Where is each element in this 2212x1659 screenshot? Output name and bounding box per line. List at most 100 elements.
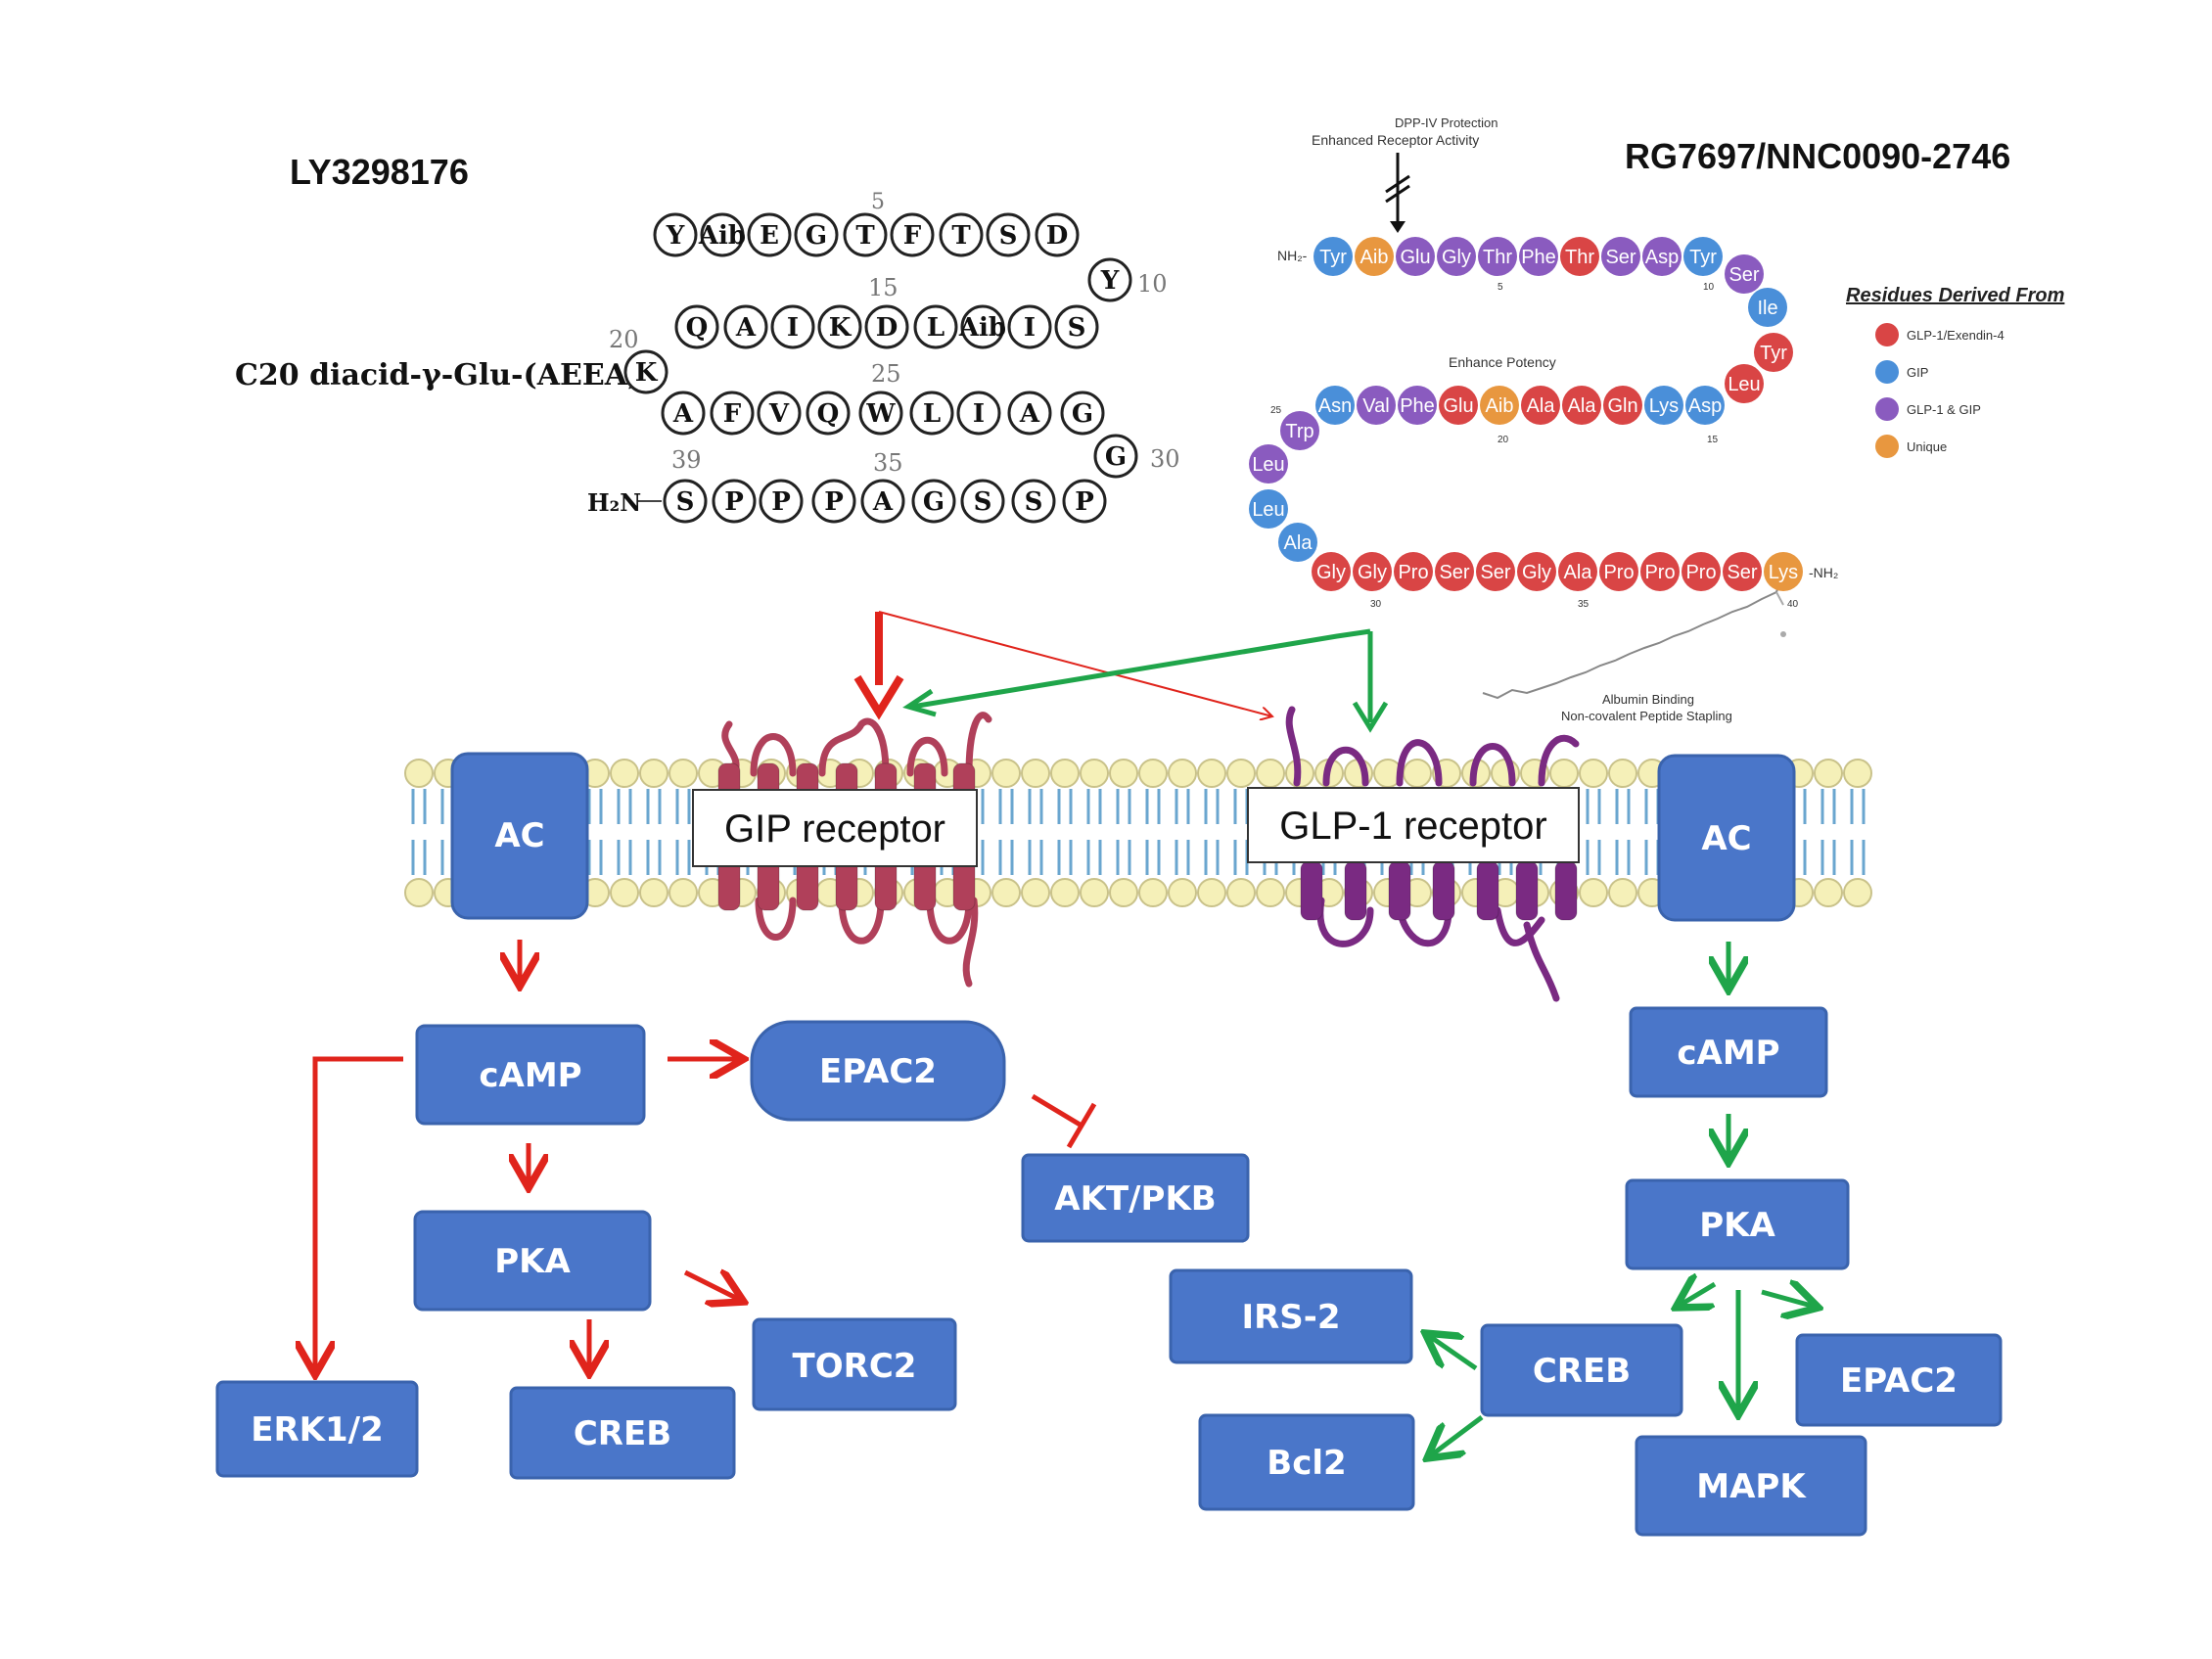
glp1-receptor-tail: [1285, 706, 1302, 787]
row1-residue-4-label: G: [806, 221, 827, 251]
lipid-tail-top: [1057, 789, 1073, 824]
bead-29: Gly: [1312, 552, 1351, 591]
bead-11-circle: [1725, 254, 1764, 294]
lipid-tail-top: [998, 789, 1014, 824]
lipid-head-top: [1021, 759, 1050, 788]
rg-to-glp1-arrowhead: [1352, 701, 1389, 733]
bead-32: Ser: [1435, 552, 1474, 591]
bead-35: Ala: [1558, 552, 1597, 591]
bead-25-label: Trp: [1285, 421, 1313, 442]
irs2-box: [1169, 1268, 1413, 1364]
glp1-receptor-label: GLP-1 receptor: [1279, 805, 1546, 848]
bead-18: Ala: [1562, 386, 1601, 425]
camp-to-erk-arrow: [315, 1056, 403, 1375]
enhanced-activity-label: Enhanced Receptor Activity: [1312, 132, 1479, 148]
bead-5: Thr: [1478, 237, 1517, 276]
glp1-signaling-pathway: cAMP PKA IRS-2 CREB EPAC2 Bcl2 MAPK: [1169, 942, 2003, 1537]
bead-20-circle: [1480, 386, 1519, 425]
lipid-tail-top: [1204, 789, 1220, 824]
row2-residue-2-label: A: [735, 313, 757, 343]
bead-18-circle: [1562, 386, 1601, 425]
bead-9-label: Asp: [1645, 247, 1679, 268]
bead-9-circle: [1642, 237, 1682, 276]
residue-number-25: 25: [871, 360, 901, 388]
row2-residue-8: I: [1007, 304, 1052, 349]
row3-residue-5: W: [858, 391, 903, 436]
lipid-tail-top: [1175, 789, 1190, 824]
row3-tail-residue-circle: [1093, 434, 1138, 479]
row2-residue-1-label: Q: [686, 313, 709, 343]
row2-residue-1-circle: [674, 304, 719, 349]
bead-15-circle: [1685, 386, 1725, 425]
bead-40: Lys: [1764, 552, 1803, 591]
bead-12: Ile: [1748, 288, 1787, 327]
lipid-tail-top: [646, 789, 662, 824]
residue-number-20: 20: [609, 326, 639, 353]
lipid-tail-bottom: [1116, 840, 1131, 875]
transmembrane-helix-5: [1476, 860, 1499, 921]
row3-residue-7-circle: [956, 391, 1001, 436]
lipid-head-bottom: [1814, 878, 1843, 907]
row1-residue-3-label: E: [760, 221, 779, 251]
bead-34: Gly: [1517, 552, 1556, 591]
bead-number-10: 10: [1703, 282, 1715, 293]
bead-13: Tyr: [1754, 333, 1793, 372]
bead-39-label: Ser: [1727, 562, 1757, 583]
lipid-head-bottom: [1256, 878, 1285, 907]
row1-residue-1-label: Y: [666, 221, 685, 251]
row2-residue-4: K: [817, 304, 862, 349]
row2-residue-8-circle: [1007, 304, 1052, 349]
row2-residue-6-circle: [913, 304, 958, 349]
row1-residue-7-label: T: [951, 221, 971, 251]
residue-number-10: 10: [1137, 270, 1168, 298]
row1-residue-6-label: F: [903, 221, 922, 251]
row4-residue-2-circle: [712, 479, 757, 524]
irs2-label: IRS-2: [1241, 1298, 1340, 1337]
dpp4-arrowhead: [1390, 221, 1406, 233]
creb-to-bcl2-arrow: [1427, 1415, 1484, 1458]
bead-30-circle: [1353, 552, 1392, 591]
legend-title: Residues Derived From: [1846, 285, 2064, 306]
lipid-head-bottom: [1608, 878, 1637, 907]
lipid-head-top: [1080, 759, 1109, 788]
lipid-tail-bottom: [1644, 840, 1660, 875]
row1-residue-7-circle: [939, 212, 984, 257]
bead-number-15: 15: [1707, 435, 1719, 445]
gip-receptor-ctail: [962, 897, 979, 988]
row1-residue-2: Aib: [698, 212, 746, 257]
lipid: [404, 759, 434, 907]
ligand-arrows: [853, 611, 1389, 733]
bead-16: Lys: [1644, 386, 1683, 425]
lipid-tail-top: [1086, 789, 1102, 824]
right-pka-label: PKA: [1699, 1206, 1775, 1245]
row4-residue-7: S: [960, 479, 1005, 524]
k-residue-label: K: [635, 358, 659, 388]
akt-pkb-box: [1021, 1153, 1250, 1243]
bead-13-label: Tyr: [1760, 343, 1787, 364]
legend-label: Unique: [1907, 439, 1947, 454]
lipid-tail-bottom: [1233, 840, 1249, 875]
creb-to-irs2-arrow: [1425, 1333, 1478, 1371]
row1-residue-8-circle: [986, 212, 1031, 257]
row4-residue-4: P: [811, 479, 856, 524]
nh2-left-label: NH₂-: [1277, 248, 1308, 263]
bead-10-circle: [1683, 237, 1723, 276]
bead-19-circle: [1521, 386, 1560, 425]
dpp4-protection-label: DPP-IV Protection: [1395, 115, 1498, 130]
legend-swatch: [1875, 360, 1899, 384]
bead-3-circle: [1396, 237, 1435, 276]
rg7697-sequence: DPP-IV Protection Enhanced Receptor Acti…: [1249, 115, 1838, 723]
residue-number-35: 35: [873, 449, 903, 477]
bead-16-label: Lys: [1649, 395, 1679, 417]
bead-37-circle: [1640, 552, 1680, 591]
ac-left-box: [450, 752, 589, 920]
bead-15-label: Asp: [1688, 395, 1722, 417]
legend-item: GLP-1 & GIP: [1875, 397, 1981, 421]
bead-number-25: 25: [1270, 405, 1282, 416]
lipid: [1197, 759, 1226, 907]
gip-receptor-loops: [750, 712, 992, 777]
bead-21: Glu: [1439, 386, 1478, 425]
lipid: [991, 759, 1021, 907]
left-epac2-box: [750, 1020, 1006, 1122]
